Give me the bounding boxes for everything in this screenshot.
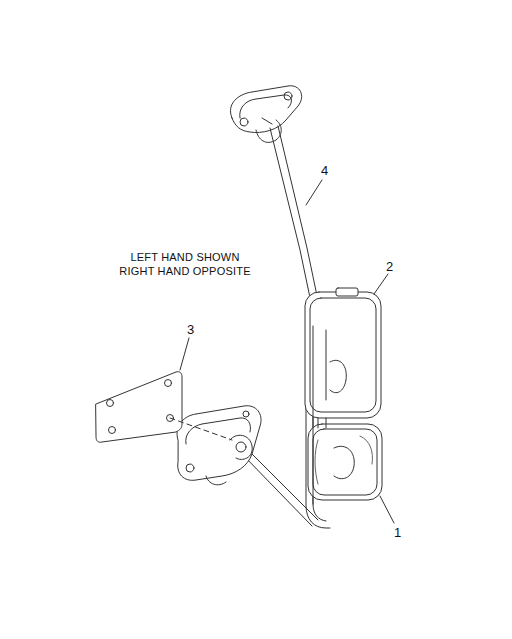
callout-number: 4 [321, 164, 328, 177]
leader-line [374, 274, 388, 294]
note-text: LEFT HAND SHOWN [130, 252, 239, 263]
callout-number: 2 [386, 260, 393, 273]
lower-mirror [308, 418, 382, 500]
leader-line [380, 496, 394, 523]
upper-bracket [230, 86, 301, 143]
leader-line [180, 338, 189, 370]
note-text: RIGHT HAND OPPOSITE [119, 266, 250, 277]
callout-number: 1 [394, 526, 401, 539]
lower-bracket [177, 406, 261, 485]
upper-mirror [305, 288, 381, 418]
leader-line [306, 180, 322, 205]
mounting-plate [96, 372, 182, 443]
callout-number: 3 [187, 323, 194, 336]
